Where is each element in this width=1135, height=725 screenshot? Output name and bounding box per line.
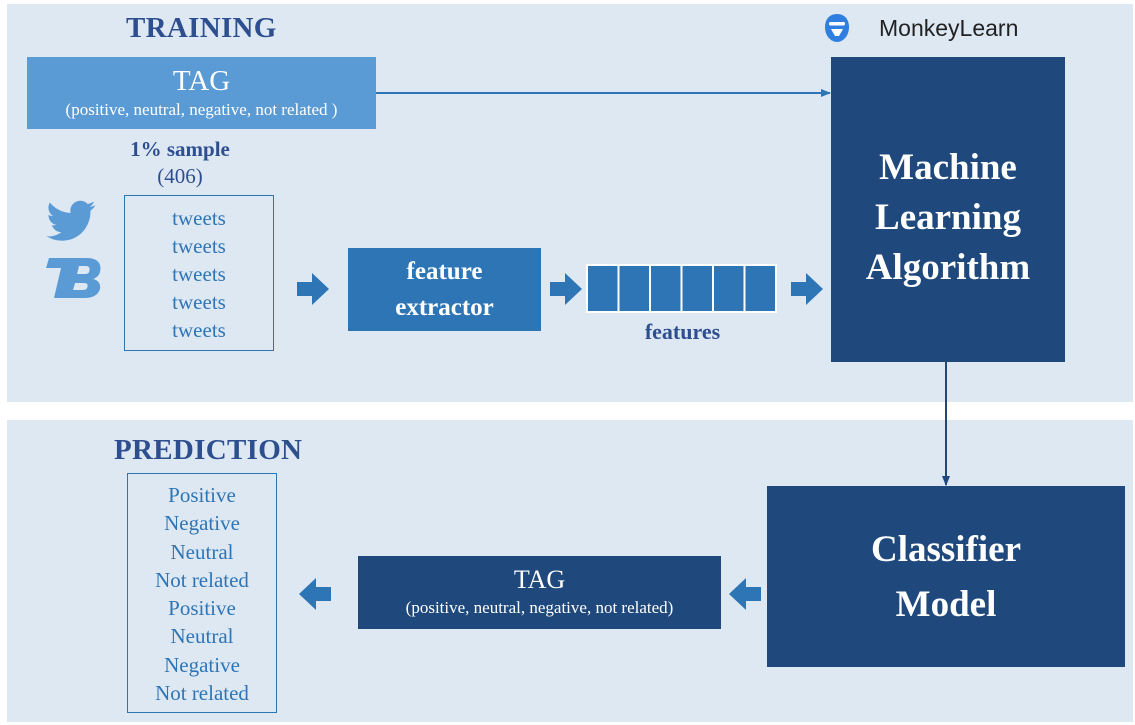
ml-algorithm-line: Algorithm <box>865 247 1031 288</box>
brand-name: MonkeyLearn <box>879 14 1019 41</box>
classifier-line: Classifier <box>870 529 1022 570</box>
classifier-model-box: Classifier Model <box>767 486 1125 667</box>
tweet-item: tweets <box>172 206 226 230</box>
training-title: TRAINING <box>126 12 277 44</box>
prediction-results-box: Positive Negative Neutral Not related Po… <box>127 473 277 713</box>
features-label: features <box>644 319 721 344</box>
ml-algorithm-line: Learning <box>875 197 1021 238</box>
feature-extractor-line: feature <box>406 258 483 285</box>
sample-count: (406) <box>157 164 203 188</box>
tweets-box: tweets tweets tweets tweets tweets <box>124 195 274 351</box>
tweet-item: tweets <box>172 318 226 342</box>
prediction-result: Neutral <box>170 624 234 649</box>
tweet-item: tweets <box>172 290 226 314</box>
prediction-tag-title: TAG <box>513 565 566 594</box>
ml-algorithm-line: Machine <box>879 147 1017 188</box>
prediction-tag-options: (positive, neutral, negative, not relate… <box>405 598 674 617</box>
brand: MonkeyLearn <box>823 8 1018 48</box>
prediction-result: Positive <box>168 596 236 621</box>
prediction-result: Not related <box>155 681 249 706</box>
prediction-result: Neutral <box>170 539 234 564</box>
tweet-item: tweets <box>172 262 226 286</box>
sample-label: 1% sample <box>130 137 230 161</box>
prediction-result: Positive <box>168 483 236 507</box>
classifier-line: Model <box>895 584 997 625</box>
feature-extractor-line: extractor <box>395 294 494 321</box>
prediction-tag-box: TAG (positive, neutral, negative, not re… <box>358 556 721 629</box>
training-tag-box: TAG (positive, neutral, negative, not re… <box>27 57 376 129</box>
prediction-title: PREDICTION <box>114 434 303 466</box>
monkeylearn-logo-icon <box>825 14 849 42</box>
prediction-result: Negative <box>164 511 240 536</box>
ml-algorithm-box: Machine Learning Algorithm <box>831 57 1065 362</box>
prediction-result: Not related <box>155 567 249 592</box>
feature-extractor-box: feature extractor <box>348 248 541 331</box>
training-tag-title: TAG <box>172 65 231 97</box>
prediction-result: Negative <box>164 652 240 677</box>
training-tag-options: (positive, neutral, negative, not relate… <box>65 100 338 119</box>
tweet-item: tweets <box>172 234 226 258</box>
